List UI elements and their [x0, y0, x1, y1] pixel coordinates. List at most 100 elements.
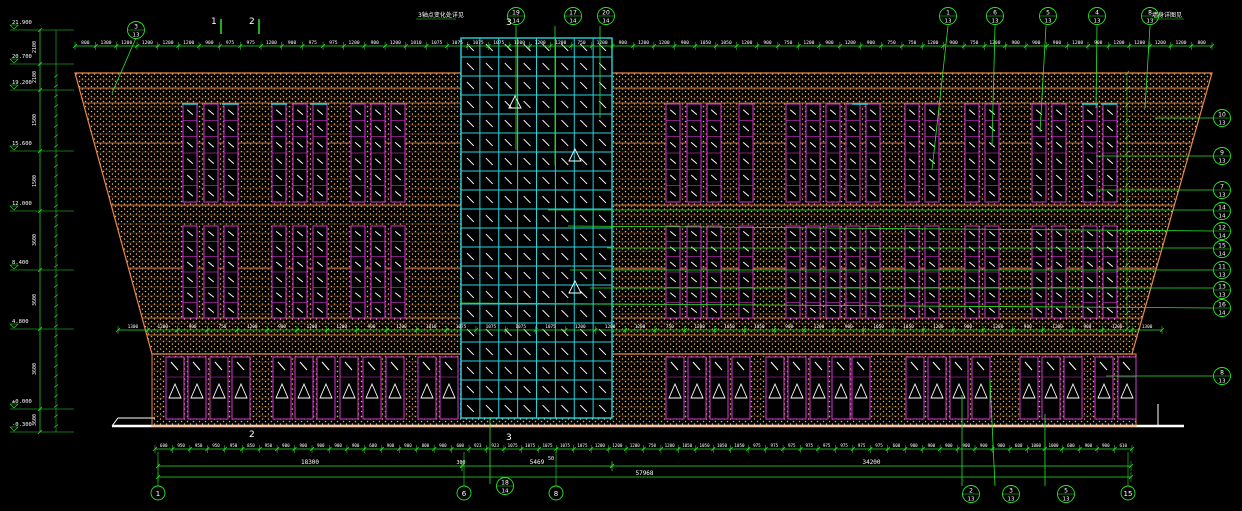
top-dimension-label: 1200 — [162, 40, 173, 46]
top-dimension-label: 900 — [371, 40, 380, 46]
mid-dimension-label: 1200 — [605, 324, 616, 330]
top-dimension-label: 800 — [1198, 40, 1207, 46]
curtain-glass-reflection — [504, 366, 512, 375]
glass-reflection — [390, 361, 399, 371]
detail-callout-sheet: 13 — [992, 19, 999, 25]
glass-reflection — [1106, 307, 1114, 314]
podium-window — [231, 356, 251, 420]
sub-tick — [53, 204, 59, 208]
glass-reflection — [742, 191, 750, 197]
door-swing-mark — [854, 382, 868, 399]
mid-dimension-label: 1075 — [515, 324, 526, 330]
glass-reflection — [275, 191, 283, 197]
curtain-glass-reflection — [504, 385, 512, 394]
grid-axis-bubble — [150, 485, 166, 501]
glass-reflection — [742, 125, 750, 132]
glass-reflection — [1086, 276, 1094, 283]
level-label: ±0.000 — [12, 399, 32, 405]
curtain-glass-reflection — [579, 176, 588, 185]
glass-reflection — [1086, 174, 1094, 181]
right-dimension-tick — [1124, 214, 1130, 220]
glass-reflection — [1086, 307, 1094, 314]
detail-callout-number: 3 — [134, 24, 138, 31]
sub-tick — [53, 364, 59, 368]
glass-reflection — [742, 158, 750, 164]
top-dimension-label: 1200 — [659, 40, 670, 46]
right-dimension-tick — [1124, 102, 1130, 108]
glass-reflection — [742, 292, 750, 298]
glass-reflection — [1086, 230, 1094, 237]
sub-tick — [53, 334, 59, 338]
detail-callout-sheet: 13 — [1008, 497, 1015, 503]
top-dimension-label: 1200 — [1134, 40, 1145, 46]
curtain-glass-reflection — [523, 309, 531, 318]
glass-reflection — [829, 292, 837, 298]
right-dimension-tick — [1124, 326, 1130, 332]
glass-reflection — [1106, 125, 1114, 132]
curtain-glass-reflection — [523, 271, 531, 280]
glass-reflection — [374, 307, 382, 314]
glass-reflection — [669, 174, 677, 181]
door-swing-mark — [712, 382, 726, 399]
level-label: 19.200 — [12, 80, 32, 86]
curtain-glass-reflection — [485, 62, 494, 71]
curtain-glass-reflection — [523, 195, 531, 204]
glass-reflection — [1106, 191, 1114, 197]
level-tick — [37, 87, 43, 93]
sub-tick — [53, 344, 59, 348]
sub-tick — [53, 104, 59, 108]
bottom-dimension-label: 900 — [352, 443, 360, 448]
detail-callout-number: 10 — [1218, 112, 1226, 119]
sub-tick — [53, 144, 59, 148]
right-dimension-tick — [1124, 198, 1130, 204]
curtain-glass-reflection — [466, 271, 475, 280]
glass-reflection — [316, 158, 324, 164]
glass-reflection — [275, 109, 283, 115]
glass-reflection — [1122, 361, 1131, 371]
curtain-glass-reflection — [542, 290, 550, 299]
dimension-5469-label: 5469 — [530, 459, 545, 466]
glass-reflection — [227, 158, 235, 164]
door-swing-mark — [930, 382, 944, 399]
glass-reflection — [207, 174, 215, 181]
glass-reflection — [690, 292, 698, 298]
glass-reflection — [1086, 246, 1094, 252]
glass-reflection — [710, 261, 718, 268]
glass-reflection — [296, 307, 304, 314]
door-swing-mark — [908, 382, 922, 399]
section-mark-2: 2 — [249, 17, 255, 27]
curtain-glass-reflection — [542, 347, 550, 356]
top-dimension-label: 1200 — [803, 40, 814, 46]
top-dimension-label: 900 — [1053, 40, 1062, 46]
bottom-dimension-label: 900 — [439, 443, 447, 448]
glass-reflection — [910, 361, 919, 371]
glass-reflection — [809, 292, 817, 298]
glass-reflection — [669, 276, 677, 283]
curtain-glass-reflection — [542, 309, 550, 318]
curtain-glass-reflection — [561, 138, 569, 147]
glass-reflection — [344, 361, 353, 371]
glass-reflection — [354, 276, 362, 283]
glass-reflection — [354, 246, 362, 252]
sub-tick — [53, 114, 59, 118]
glass-reflection — [792, 361, 801, 371]
glass-reflection — [908, 307, 916, 314]
glass-reflection — [742, 230, 750, 237]
glass-reflection — [354, 174, 362, 181]
glass-reflection — [186, 174, 194, 181]
glass-reflection — [1055, 246, 1063, 252]
mid-dimension-label: 1050 — [724, 324, 735, 330]
glass-reflection — [422, 361, 431, 371]
glass-reflection — [770, 361, 779, 371]
glass-reflection — [789, 246, 797, 252]
glass-reflection — [690, 125, 698, 132]
glass-reflection — [908, 125, 916, 132]
curtain-glass-reflection — [466, 214, 475, 223]
door-swing-mark — [834, 382, 848, 399]
curtain-glass-reflection — [504, 271, 512, 280]
podium-window — [1117, 356, 1137, 420]
glass-reflection — [227, 142, 235, 148]
glass-reflection — [789, 191, 797, 197]
curtain-glass-reflection — [485, 347, 494, 356]
glass-reflection — [908, 109, 916, 115]
